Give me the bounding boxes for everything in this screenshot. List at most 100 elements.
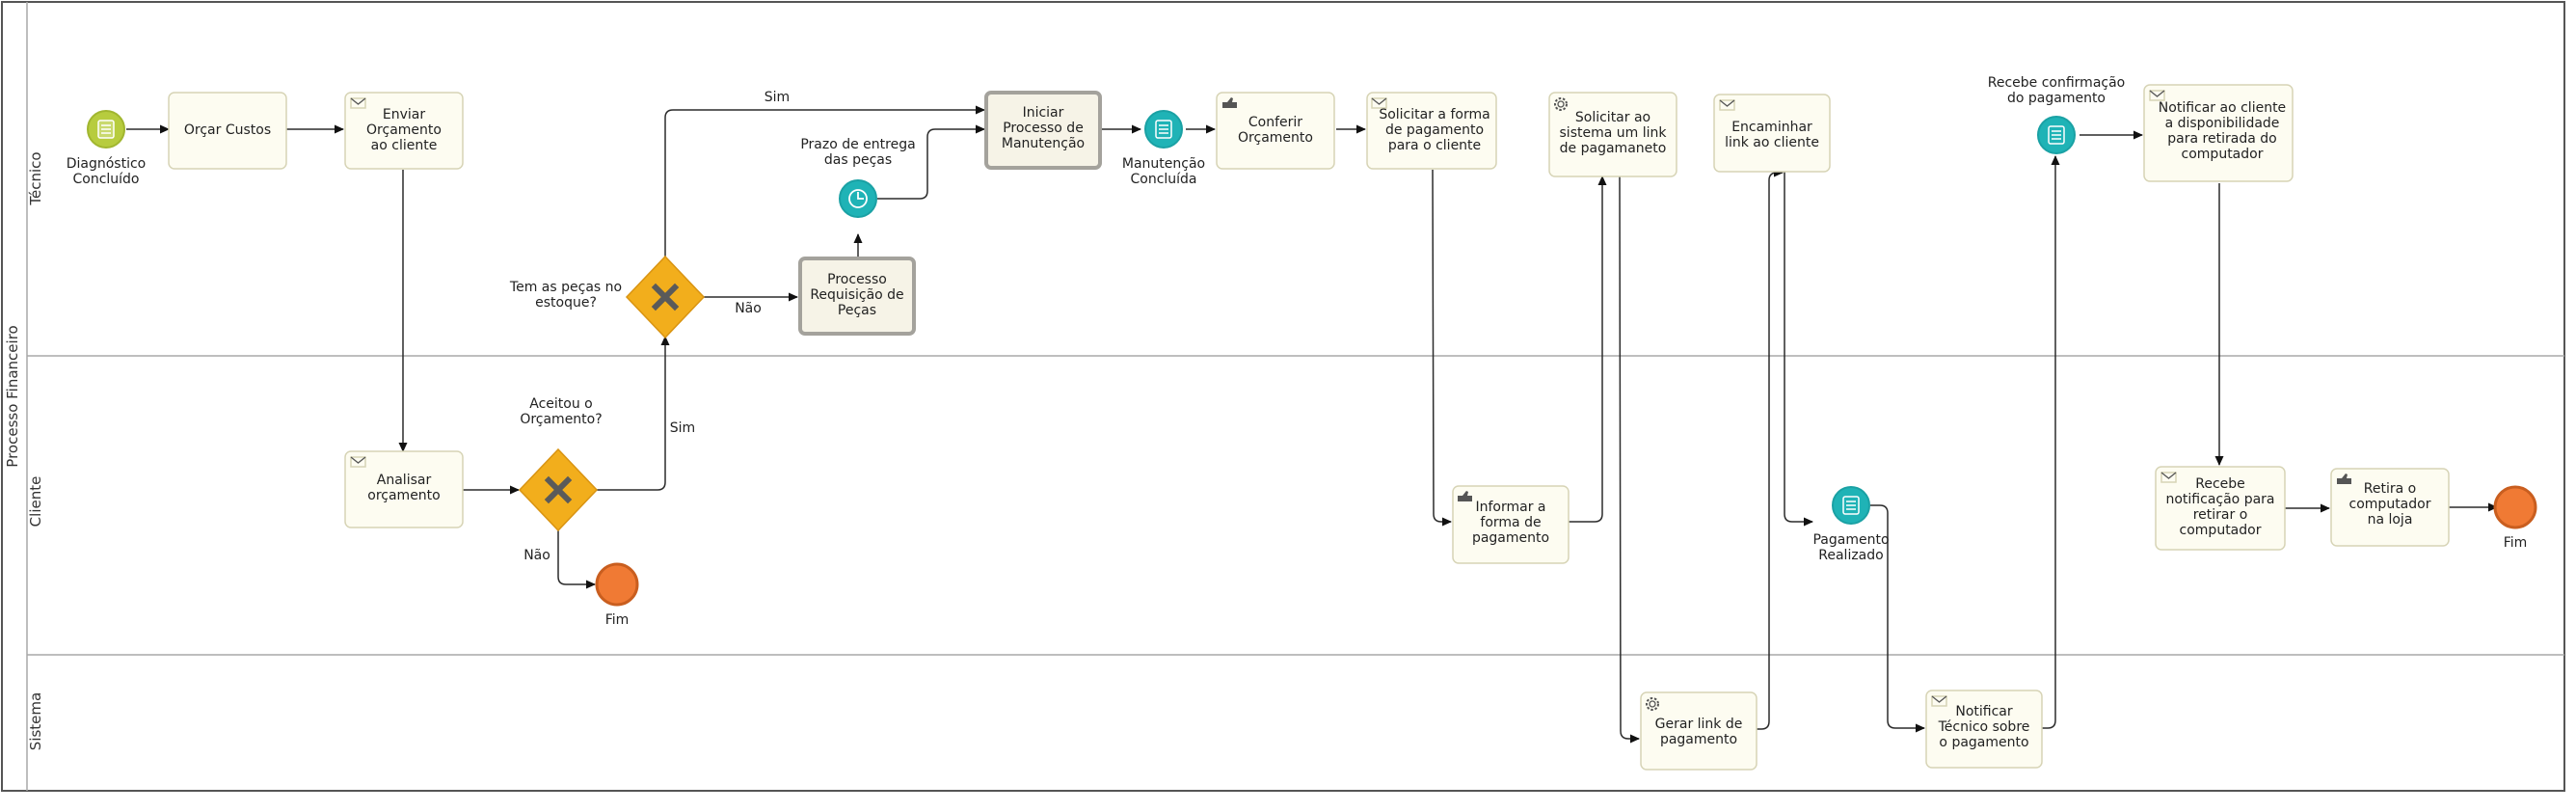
flow-label-sim: Sim bbox=[670, 420, 695, 436]
task-label: sistema um link bbox=[1560, 125, 1668, 141]
gateway-tem-pecas[interactable]: Tem as peças no estoque? bbox=[509, 255, 706, 339]
task-orcar-custos[interactable]: Orçar Custos bbox=[168, 92, 287, 170]
envelope-icon bbox=[1719, 99, 1735, 111]
task-label: Analisar bbox=[377, 473, 432, 488]
task-label: computador bbox=[2180, 523, 2262, 538]
task-label: Notificar ao cliente bbox=[2159, 100, 2286, 116]
task-analisar-orcamento[interactable]: Analisar orçamento bbox=[344, 450, 464, 528]
task-label: pagamento bbox=[1660, 732, 1737, 747]
task-solicitar-sistema-link[interactable]: Solicitar ao sistema um link de pagamane… bbox=[1548, 92, 1677, 177]
event-label: Recebe confirmação bbox=[1988, 75, 2126, 91]
task-box bbox=[1216, 92, 1335, 170]
task-label: Processo de bbox=[1003, 121, 1084, 136]
flow-line bbox=[1784, 172, 1813, 527]
clock-icon bbox=[848, 189, 868, 208]
task-label: retirar o bbox=[2193, 507, 2248, 523]
task-box bbox=[2143, 84, 2294, 182]
gateway-label: Orçamento? bbox=[520, 412, 602, 427]
task-label: forma de bbox=[1480, 515, 1541, 530]
event-label: do pagamento bbox=[2007, 91, 2106, 106]
lane-label-sistema: Sistema bbox=[27, 692, 44, 750]
flow-line bbox=[664, 105, 985, 257]
gateway-aceitou[interactable]: Aceitou o Orçamento? bbox=[518, 396, 603, 532]
task-box bbox=[1713, 94, 1831, 173]
task-label: Notificar bbox=[1955, 704, 2013, 719]
gear-icon bbox=[1554, 97, 1568, 111]
event-label: Fim bbox=[605, 612, 630, 628]
subprocess-box bbox=[984, 91, 1102, 170]
flow-line bbox=[1619, 176, 1640, 744]
task-label: de pagamaneto bbox=[1560, 141, 1667, 156]
task-label: Enviar bbox=[383, 107, 425, 122]
task-solicitar-forma-pagamento[interactable]: Solicitar a forma de pagamento para o cl… bbox=[1366, 92, 1497, 170]
event-label: Pagamento bbox=[1812, 532, 1889, 548]
hand-icon bbox=[1222, 97, 1237, 108]
task-label: para o cliente bbox=[1388, 138, 1481, 153]
task-box bbox=[1640, 691, 1758, 771]
task-notificar-tecnico[interactable]: Notificar Técnico sobre o pagamento bbox=[1925, 690, 2043, 769]
task-gerar-link[interactable]: Gerar link de pagamento bbox=[1640, 691, 1758, 771]
task-label: o pagamento bbox=[1939, 735, 2028, 750]
flow-label-nao: Não bbox=[735, 301, 762, 316]
sequence-flows bbox=[126, 105, 2498, 744]
list-icon bbox=[97, 120, 115, 139]
event-label: Concluído bbox=[72, 172, 139, 187]
gear-icon bbox=[1646, 697, 1659, 711]
event-label: Realizado bbox=[1818, 548, 1883, 563]
envelope-icon bbox=[350, 456, 366, 468]
intermediate-event-recebe-confirmacao[interactable]: Recebe confirmação do pagamento bbox=[1988, 75, 2126, 154]
flow-line bbox=[2039, 155, 2060, 729]
pool-label: Processo Financeiro bbox=[4, 325, 21, 467]
end-event-fim-1[interactable]: Fim bbox=[595, 562, 639, 628]
task-enviar-orcamento[interactable]: Enviar Orçamento ao cliente bbox=[344, 92, 464, 170]
hand-icon bbox=[2337, 474, 2351, 484]
task-label: pagamento bbox=[1472, 530, 1549, 546]
task-conferir-orcamento[interactable]: Conferir Orçamento bbox=[1216, 92, 1335, 170]
event-label: das peças bbox=[824, 152, 892, 168]
start-event-diagnostico[interactable]: Diagnóstico Concluído bbox=[67, 110, 147, 187]
task-label: Recebe bbox=[2195, 476, 2245, 492]
task-label: Gerar link de bbox=[1655, 717, 1743, 732]
intermediate-event-pagamento-realizado[interactable]: Pagamento Realizado bbox=[1812, 486, 1890, 563]
list-icon bbox=[1842, 496, 1860, 515]
event-label: Diagnóstico bbox=[67, 156, 147, 172]
task-label: a disponibilidade bbox=[2165, 116, 2280, 131]
task-box bbox=[2155, 466, 2286, 551]
task-box bbox=[344, 450, 464, 528]
task-notificar-cliente[interactable]: Notificar ao cliente a disponibilidade p… bbox=[2143, 84, 2294, 182]
flow-line bbox=[1757, 168, 1784, 730]
timer-event-prazo[interactable]: Prazo de entrega das peças bbox=[800, 137, 916, 218]
task-label: Orçamento bbox=[366, 122, 442, 138]
task-label: Manutenção bbox=[1002, 136, 1085, 151]
envelope-icon bbox=[2160, 472, 2177, 483]
flow-line bbox=[596, 336, 670, 491]
x-icon bbox=[651, 283, 680, 311]
flow-label-sim: Sim bbox=[765, 90, 790, 105]
task-label: orçamento bbox=[367, 488, 440, 503]
task-label: Peças bbox=[838, 303, 876, 318]
task-box bbox=[1925, 690, 2043, 769]
flow-line bbox=[1432, 169, 1452, 527]
task-encaminhar-link[interactable]: Encaminhar link ao cliente bbox=[1713, 94, 1831, 173]
gateway-label: Aceitou o bbox=[529, 396, 592, 412]
flow-line bbox=[1569, 176, 1607, 523]
task-label: para retirada do bbox=[2167, 131, 2276, 147]
subprocess-requisicao-pecas[interactable]: Processo Requisição de Peças bbox=[798, 257, 916, 336]
flow-line bbox=[1870, 504, 1925, 733]
task-label: computador bbox=[2182, 147, 2264, 162]
task-recebe-notificacao[interactable]: Recebe notificação para retirar o comput… bbox=[2155, 466, 2286, 551]
task-label: Orçar Custos bbox=[184, 122, 271, 138]
task-label: Solicitar a forma bbox=[1379, 107, 1489, 122]
end-event-fim-2[interactable]: Fim bbox=[2493, 485, 2537, 551]
task-label: Requisição de bbox=[810, 287, 903, 303]
task-retira-computador[interactable]: Retira o computador na loja bbox=[2330, 468, 2450, 547]
event-label: Concluída bbox=[1130, 172, 1196, 187]
intermediate-event-manutencao-concluida[interactable]: Manutenção Concluída bbox=[1122, 110, 1205, 187]
task-informar-forma-pagamento[interactable]: Informar a forma de pagamento bbox=[1452, 485, 1570, 564]
lane-label-cliente: Cliente bbox=[27, 476, 44, 528]
task-label: na loja bbox=[2368, 512, 2413, 528]
list-icon bbox=[2048, 125, 2065, 145]
task-label: Conferir bbox=[1248, 115, 1302, 130]
subprocess-iniciar-processo[interactable]: Iniciar Processo de Manutenção bbox=[984, 91, 1102, 170]
